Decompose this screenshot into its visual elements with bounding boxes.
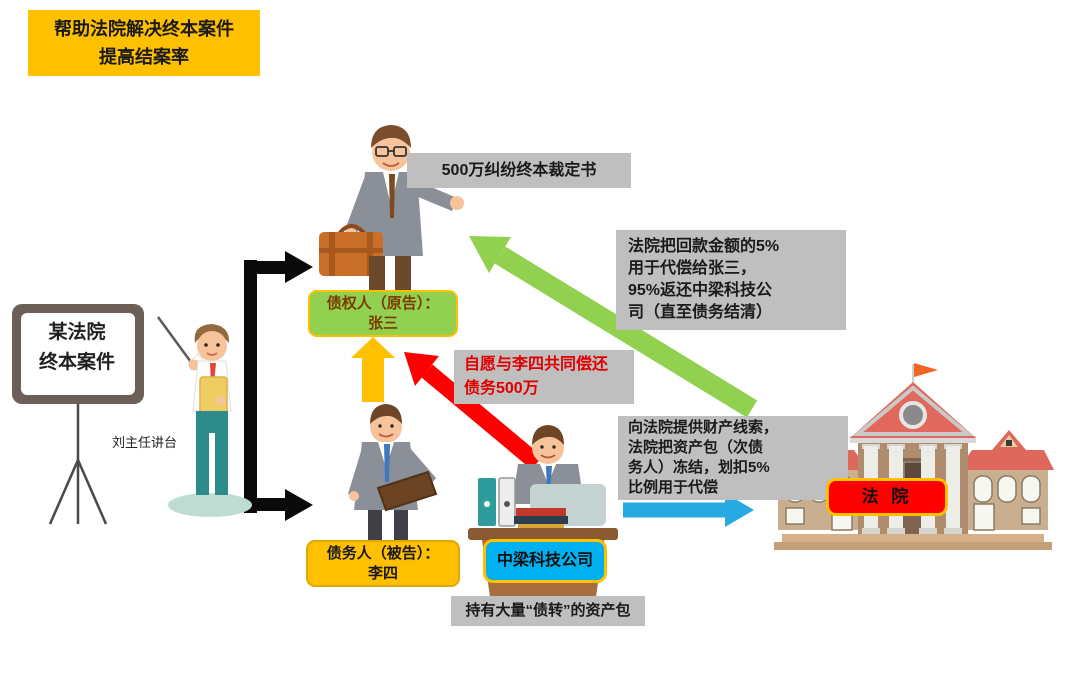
company-caption: 持有大量“债转”的资产包 xyxy=(451,596,645,626)
note-clues: 向法院提供财产线索， 法院把资产包（次债 务人）冻结，划扣5% 比例用于代偿 xyxy=(618,416,848,500)
note-clues-line4: 比例用于代偿 xyxy=(628,479,719,496)
presenter-figure xyxy=(156,316,252,517)
roof-right xyxy=(958,450,1054,470)
pointer-stick xyxy=(156,316,198,370)
lisi-figure xyxy=(348,404,438,552)
zhangsan-tie xyxy=(389,174,395,218)
debtor-role: 债务人（被告）： xyxy=(326,545,440,562)
note-court-split-line2: 用于代偿给张三， xyxy=(628,260,757,277)
board-title-line1: 某法院 xyxy=(48,322,106,343)
board-title: 某法院 终本案件 xyxy=(26,318,128,392)
note-repay-line2: 债务500万 xyxy=(464,380,539,397)
pediment-band xyxy=(850,436,976,443)
clipboard-icon xyxy=(376,470,438,512)
whiteboard-easel xyxy=(12,304,144,525)
lisi-tie xyxy=(384,444,390,482)
podium-label: 刘主任讲台 xyxy=(112,435,178,450)
base-step-1 xyxy=(782,534,1044,542)
zhangsan-head xyxy=(372,133,410,171)
slide-title-line1: 帮助法院解决终本案件 xyxy=(54,19,234,39)
court-box: 法 院 xyxy=(826,478,948,516)
creditor-box: 债权人（原告）： 张三 xyxy=(308,290,458,337)
note-court-split-line3: 95%返还中梁科技公 xyxy=(628,282,773,299)
note-repay: 自愿与李四共同偿还 债务500万 xyxy=(454,350,634,404)
ruling-label: 500万纠纷终本裁定书 xyxy=(407,153,631,188)
presenter-legs xyxy=(196,411,228,495)
board-surface xyxy=(21,313,135,395)
debtor-name: 李四 xyxy=(367,565,398,582)
note-court-split-line1: 法院把回款金额的5% xyxy=(628,238,780,255)
note-repay-line1: 自愿与李四共同偿还 xyxy=(464,356,609,373)
note-clues-line3: 务人）冻结，划扣5% xyxy=(628,459,770,476)
note-court-split-line4: 司（直至债务结清） xyxy=(628,304,773,321)
note-clues-line1: 向法院提供财产线索， xyxy=(628,419,779,436)
base-step-2 xyxy=(774,542,1052,550)
presenter-head xyxy=(197,331,227,361)
zhangsan-figure xyxy=(319,125,464,298)
company-head xyxy=(532,432,564,464)
arrow-yellow-up xyxy=(351,337,395,402)
flag-icon xyxy=(914,363,938,377)
slide-title-line2: 提高结案率 xyxy=(99,47,189,67)
creditor-role: 债权人（原告）： xyxy=(326,295,440,312)
creditor-name: 张三 xyxy=(367,315,398,332)
presenter-clipboard xyxy=(199,376,228,415)
note-clues-line2: 法院把资产包（次债 xyxy=(628,439,764,456)
arrow-green-diagonal xyxy=(469,236,758,418)
slide-title: 帮助法院解决终本案件 提高结案率 xyxy=(28,10,260,76)
desk-top xyxy=(468,528,618,540)
lisi-hair xyxy=(370,404,402,424)
briefcase-icon xyxy=(319,232,383,276)
note-court-split: 法院把回款金额的5% 用于代偿给张三， 95%返还中梁科技公 司（直至债务结清） xyxy=(616,230,846,330)
arrow-black-bracket xyxy=(244,251,313,521)
arrow-blue-right xyxy=(623,493,754,527)
arrow-red-diagonal xyxy=(404,352,543,470)
pediment-medallion xyxy=(899,401,927,429)
books-stack-icon xyxy=(514,508,568,531)
lisi-head xyxy=(370,411,402,443)
binders-icon xyxy=(478,477,516,527)
presenter-shadow xyxy=(168,493,252,517)
company-hair xyxy=(532,425,564,445)
zhangsan-hair xyxy=(371,125,411,148)
tripod-legs xyxy=(48,402,108,525)
debtor-box: 债务人（被告）： 李四 xyxy=(306,540,460,587)
company-box: 中梁科技公司 xyxy=(483,539,607,583)
board-title-line2: 终本案件 xyxy=(38,352,115,373)
glasses-icon xyxy=(375,146,407,157)
